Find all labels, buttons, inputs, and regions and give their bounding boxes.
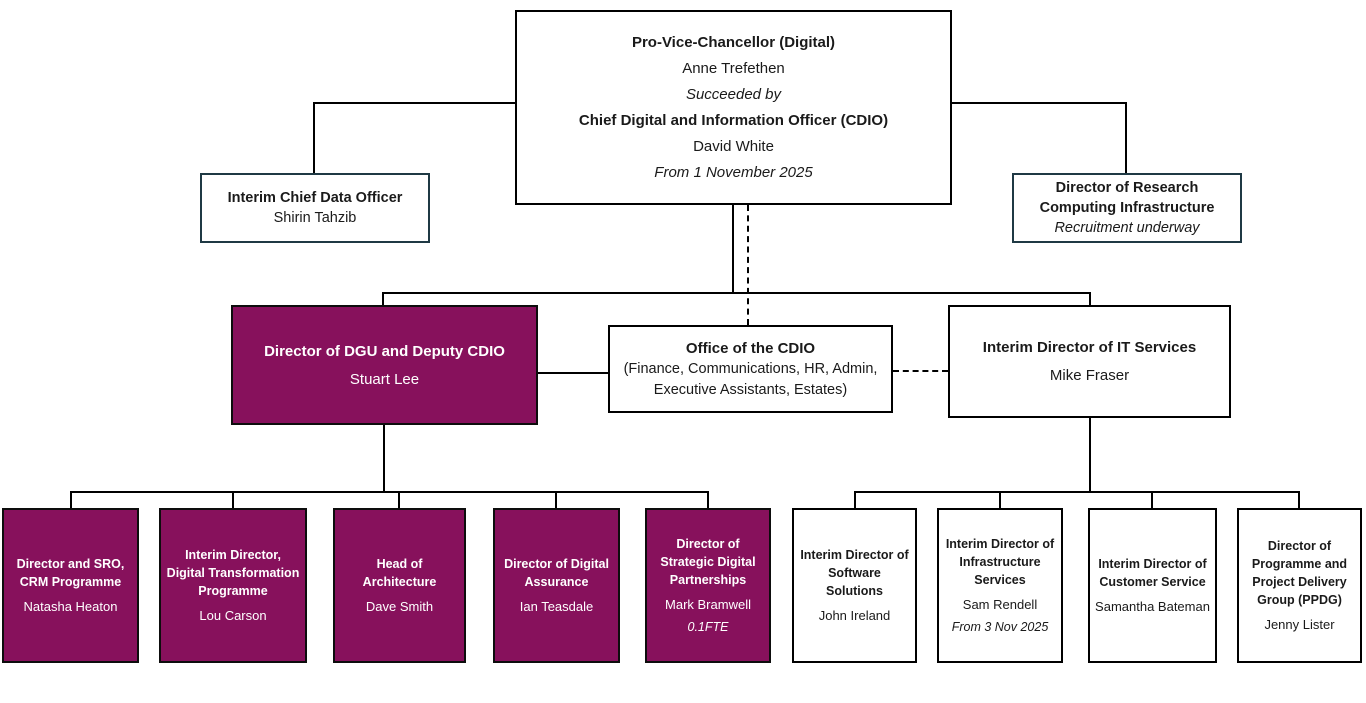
node-research-computing-director: Director of Research Computing Infrastru… <box>1012 173 1242 243</box>
its-title: Interim Director of IT Services <box>982 339 1197 356</box>
leaf-title: Interim Director of Software Solutions <box>800 548 909 598</box>
pvc-transition-note: Succeeded by <box>685 85 782 103</box>
node-strategic-digital-partnerships-director: Director of Strategic Digital Partnershi… <box>645 508 771 663</box>
cdio-title: Chief Digital and Information Officer (C… <box>578 111 889 129</box>
node-crm-programme-director: Director and SRO, CRM Programme Natasha … <box>2 508 139 663</box>
leaf-person: Sam Rendell <box>962 597 1038 612</box>
leaf-person: Dave Smith <box>365 599 434 614</box>
dgu-title: Director of DGU and Deputy CDIO <box>264 342 505 360</box>
leaf-title: Director and SRO, CRM Programme <box>16 557 125 589</box>
rci-note: Recruitment underway <box>1054 220 1200 236</box>
node-office-of-the-cdio: Office of the CDIO (Finance, Communicati… <box>608 325 893 413</box>
connector-drop-ppdg <box>1298 491 1300 508</box>
connector-drop-transformation <box>232 491 234 508</box>
connector-dgu-row-horizontal <box>70 491 708 493</box>
connector-center-vertical-dashed <box>747 205 749 325</box>
node-interim-chief-data-officer: Interim Chief Data Officer Shirin Tahzib <box>200 173 430 243</box>
leaf-person: Lou Carson <box>199 608 267 623</box>
connector-left-vertical <box>313 102 315 173</box>
connector-drop-assurance <box>555 491 557 508</box>
connector-left-horizontal <box>313 102 516 104</box>
pvc-title: Pro-Vice-Chancellor (Digital) <box>631 33 836 51</box>
connector-right-vertical <box>1125 102 1127 173</box>
connector-drop-customer <box>1151 491 1153 508</box>
connector-dgu-office-solid <box>538 372 608 374</box>
leaf-person: John Ireland <box>818 608 891 623</box>
leaf-title: Interim Director of Customer Service <box>1098 557 1207 589</box>
leaf-person: Mark Bramwell <box>665 597 751 612</box>
connector-center-vertical-solid <box>732 205 734 294</box>
connector-tier2-horizontal <box>382 292 1091 294</box>
connector-drop-architecture <box>398 491 400 508</box>
connector-right-horizontal <box>951 102 1127 104</box>
connector-drop-it-services <box>1089 292 1091 306</box>
connector-drop-software <box>854 491 856 508</box>
leaf-note: 0.1FTE <box>687 620 729 634</box>
connector-dgu-down <box>383 425 385 492</box>
node-software-solutions-director: Interim Director of Software Solutions J… <box>792 508 917 663</box>
office-subtitle: (Finance, Communications, HR, Admin, Exe… <box>623 360 878 398</box>
leaf-title: Director of Digital Assurance <box>504 557 609 589</box>
node-head-of-architecture: Head of Architecture Dave Smith <box>333 508 466 663</box>
node-digital-assurance-director: Director of Digital Assurance Ian Teasda… <box>493 508 620 663</box>
cdio-start-note: From 1 November 2025 <box>654 163 813 181</box>
connector-its-row-horizontal <box>854 491 1300 493</box>
leaf-person: Natasha Heaton <box>23 599 118 614</box>
leaf-note: From 3 Nov 2025 <box>951 620 1049 634</box>
cdo-name: Shirin Tahzib <box>273 210 357 226</box>
node-ppdg-director: Director of Programme and Project Delive… <box>1237 508 1362 663</box>
node-customer-service-director: Interim Director of Customer Service Sam… <box>1088 508 1217 663</box>
connector-its-down <box>1089 418 1091 492</box>
connector-drop-crm <box>70 491 72 508</box>
node-pro-vice-chancellor: Pro-Vice-Chancellor (Digital) Anne Trefe… <box>515 10 952 205</box>
rci-title: Director of Research Computing Infrastru… <box>1039 180 1215 216</box>
leaf-person: Ian Teasdale <box>519 599 594 614</box>
leaf-person: Samantha Bateman <box>1095 599 1210 614</box>
office-title: Office of the CDIO <box>685 339 816 357</box>
pvc-name: Anne Trefethen <box>682 59 785 77</box>
dgu-name: Stuart Lee <box>349 370 420 388</box>
node-dgu-deputy-cdio: Director of DGU and Deputy CDIO Stuart L… <box>231 305 538 425</box>
connector-drop-infrastructure <box>999 491 1001 508</box>
cdo-title: Interim Chief Data Officer <box>227 190 403 206</box>
leaf-title: Director of Programme and Project Delive… <box>1251 539 1348 607</box>
connector-office-its-dashed <box>893 370 948 372</box>
its-name: Mike Fraser <box>1049 367 1130 384</box>
cdio-name: David White <box>693 137 774 155</box>
connector-drop-partnerships <box>707 491 709 508</box>
leaf-person: Jenny Lister <box>1264 617 1335 632</box>
leaf-title: Head of Architecture <box>362 557 437 589</box>
node-digital-transformation-director: Interim Director, Digital Transformation… <box>159 508 307 663</box>
connector-drop-dgu <box>382 292 384 306</box>
leaf-title: Director of Strategic Digital Partnershi… <box>660 537 756 587</box>
node-infrastructure-services-director: Interim Director of Infrastructure Servi… <box>937 508 1063 663</box>
leaf-title: Interim Director, Digital Transformation… <box>166 548 300 598</box>
leaf-title: Interim Director of Infrastructure Servi… <box>945 537 1055 587</box>
node-interim-director-it-services: Interim Director of IT Services Mike Fra… <box>948 305 1231 418</box>
